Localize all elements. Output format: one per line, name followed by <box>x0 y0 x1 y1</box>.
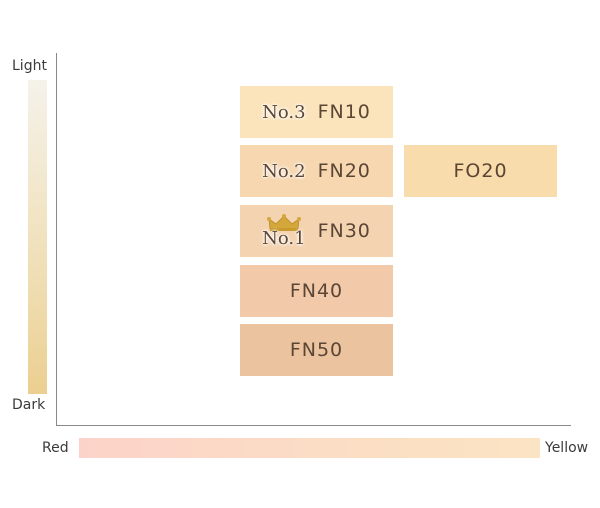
rank-badge: No.1 <box>262 213 306 249</box>
undertone-gradient-bar <box>79 438 540 458</box>
swatch-fn10: No.3 FN10 <box>240 86 393 138</box>
vertical-axis-line <box>56 53 57 426</box>
horizontal-axis-line <box>56 425 571 426</box>
swatch-fn30: No.1 FN30 <box>240 205 393 257</box>
shade-code: FN20 <box>317 160 371 182</box>
rank-label: No.2 <box>262 160 306 182</box>
swatch-fn20: No.2 FN20 <box>240 145 393 197</box>
swatch-fn40: FN40 <box>240 265 393 317</box>
shade-code: FN30 <box>317 220 371 242</box>
light-label: Light <box>12 58 47 74</box>
shade-code: FN10 <box>317 101 371 123</box>
rank-label: No.1 <box>262 227 306 249</box>
swatch-fn50: FN50 <box>240 324 393 376</box>
dark-label: Dark <box>12 397 46 413</box>
red-label: Red <box>42 440 69 456</box>
shade-code: FN40 <box>289 280 344 302</box>
shade-code: FO20 <box>453 160 508 182</box>
lightness-gradient-bar <box>28 80 47 394</box>
crown-icon <box>266 213 301 231</box>
rank-label: No.3 <box>262 101 306 123</box>
shade-code: FN50 <box>289 339 344 361</box>
yellow-label: Yellow <box>545 440 589 456</box>
swatch-fo20: FO20 <box>404 145 557 197</box>
